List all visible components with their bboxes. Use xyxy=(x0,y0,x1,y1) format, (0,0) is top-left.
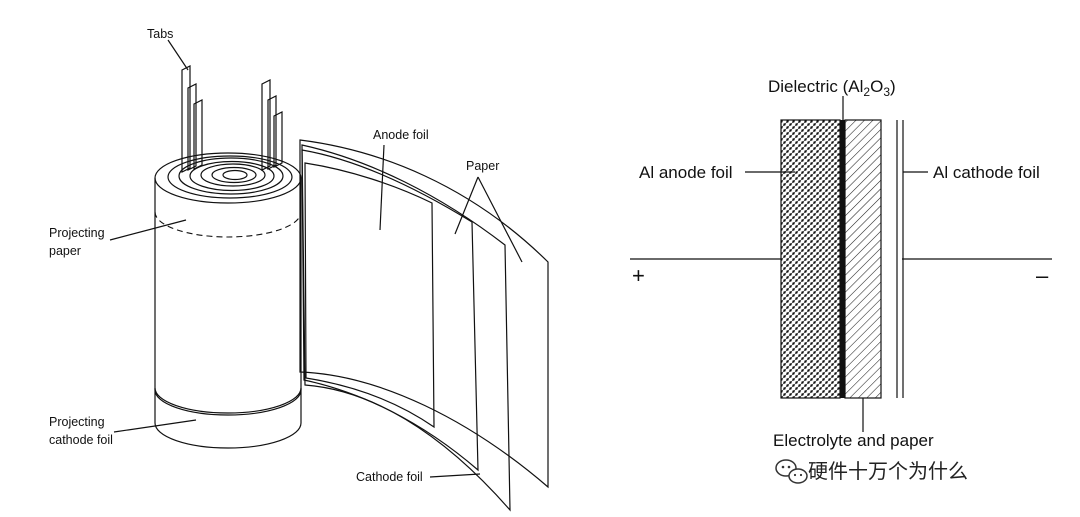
tab-left-1 xyxy=(181,65,191,173)
watermark: 硬件十万个为什么 xyxy=(775,459,968,484)
dielectric-layer xyxy=(840,120,845,398)
roll-spiral xyxy=(167,155,293,199)
electrolyte-layer xyxy=(844,119,882,399)
tabs xyxy=(181,65,283,173)
cathode-foil-label: Cathode foil xyxy=(356,470,423,484)
capacitor-roll xyxy=(154,152,302,449)
anode-foil-label: Anode foil xyxy=(373,128,429,142)
electrolyte-label: Electrolyte and paper xyxy=(773,431,934,450)
anode-foil-sheet xyxy=(304,162,435,429)
projecting-paper-label-line2: paper xyxy=(49,244,81,258)
al-anode-foil-label: Al anode foil xyxy=(639,163,733,182)
inner-paper-sheet xyxy=(301,149,479,472)
roll-body xyxy=(154,178,302,416)
tab-right-1 xyxy=(261,79,271,171)
capacitor-cross-section-diagram: Dielectric (Al2O3) Al anode foil Al cath… xyxy=(630,77,1052,450)
projecting-paper-label-line1: Projecting xyxy=(49,226,105,240)
right-leader-lines xyxy=(745,96,928,432)
paper-label: Paper xyxy=(466,159,499,173)
tab-left-3 xyxy=(193,99,203,170)
roll-top xyxy=(154,152,302,204)
projecting-paper-dashed-edge xyxy=(154,211,302,238)
watermark-text: 硬件十万个为什么 xyxy=(808,459,968,483)
wound-capacitor-diagram: Tabs Projecting paper Anode foil Paper P… xyxy=(49,27,549,512)
tab-right-3 xyxy=(273,111,283,168)
minus-terminal-label: – xyxy=(1036,263,1049,288)
tab-right-2 xyxy=(267,95,277,170)
projecting-cathode-label-line1: Projecting xyxy=(49,415,105,429)
tabs-label: Tabs xyxy=(147,27,173,41)
left-leader-lines xyxy=(109,39,523,478)
al-cathode-foil-label: Al cathode foil xyxy=(933,163,1040,182)
tab-left-2 xyxy=(187,83,197,171)
projecting-cathode-label-line2: cathode foil xyxy=(49,433,113,447)
anode-foil-layer xyxy=(780,119,841,399)
dielectric-label: Dielectric (Al2O3) xyxy=(768,77,896,99)
projecting-cathode-band xyxy=(154,387,302,449)
plus-terminal-label: + xyxy=(632,263,645,288)
wechat-icon xyxy=(775,459,808,484)
cathode-foil-sheet xyxy=(301,144,511,512)
outer-paper-sheet xyxy=(299,139,549,489)
